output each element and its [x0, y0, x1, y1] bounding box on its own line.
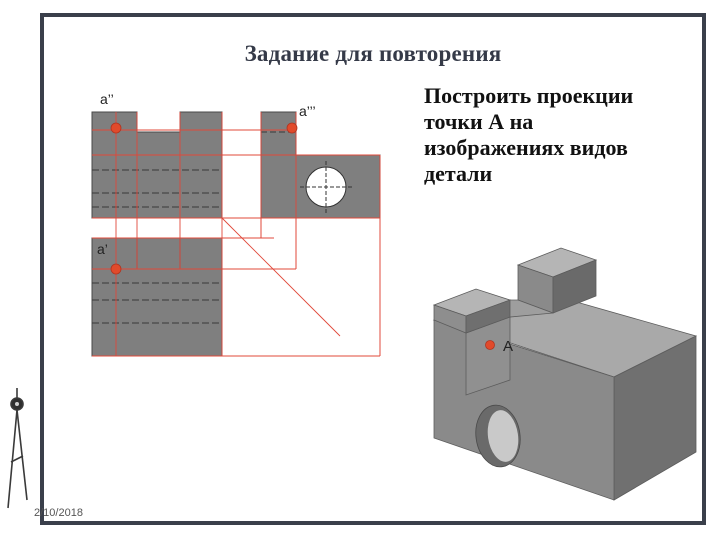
task-line-3: изображениях видов	[424, 135, 628, 160]
isometric-part	[432, 247, 698, 501]
slide-title: Задание для повторения	[244, 41, 502, 66]
point-side	[286, 122, 298, 134]
task-line-1: Построить проекции	[424, 83, 634, 108]
side-hole-centerlines	[300, 161, 352, 213]
transfer-arcs	[260, 218, 297, 269]
point-iso	[485, 340, 495, 350]
compass-icon	[7, 388, 28, 509]
miter-lines	[221, 217, 341, 337]
top-hidden-lines	[92, 282, 222, 324]
label-top-point: a’	[97, 241, 108, 257]
label-iso-point: A	[503, 338, 514, 355]
label-front-point: a’’	[100, 91, 114, 107]
task-line-4: детали	[424, 161, 493, 186]
top-view	[91, 237, 223, 357]
construction-lines	[92, 112, 381, 357]
label-side-point: a’’’	[299, 103, 316, 119]
task-line-2: точки А на	[424, 109, 534, 134]
point-top	[110, 263, 122, 275]
task-text: Построить проекции точки А на изображени…	[424, 83, 694, 187]
slide-date: 2/10/2018	[34, 507, 83, 519]
point-front	[110, 122, 122, 134]
